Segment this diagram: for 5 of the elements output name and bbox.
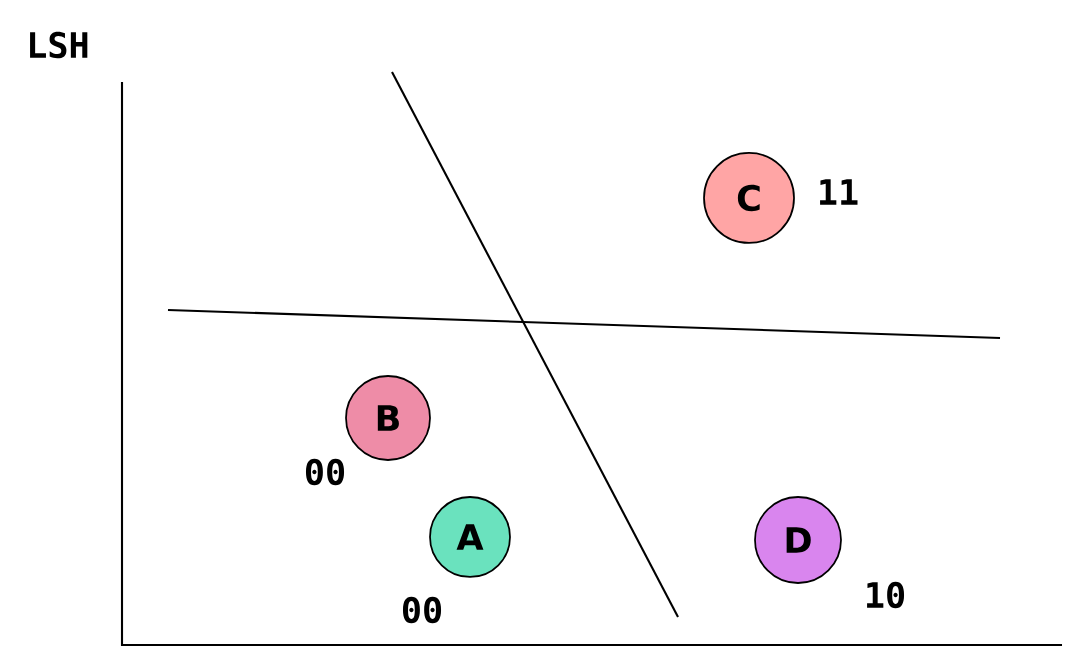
hash-code: 00 xyxy=(402,596,442,624)
title: LSH xyxy=(30,31,88,59)
hash-code: 11 xyxy=(820,179,858,205)
hash-code: 10 xyxy=(867,581,905,609)
hash-code: 00 xyxy=(305,458,345,486)
